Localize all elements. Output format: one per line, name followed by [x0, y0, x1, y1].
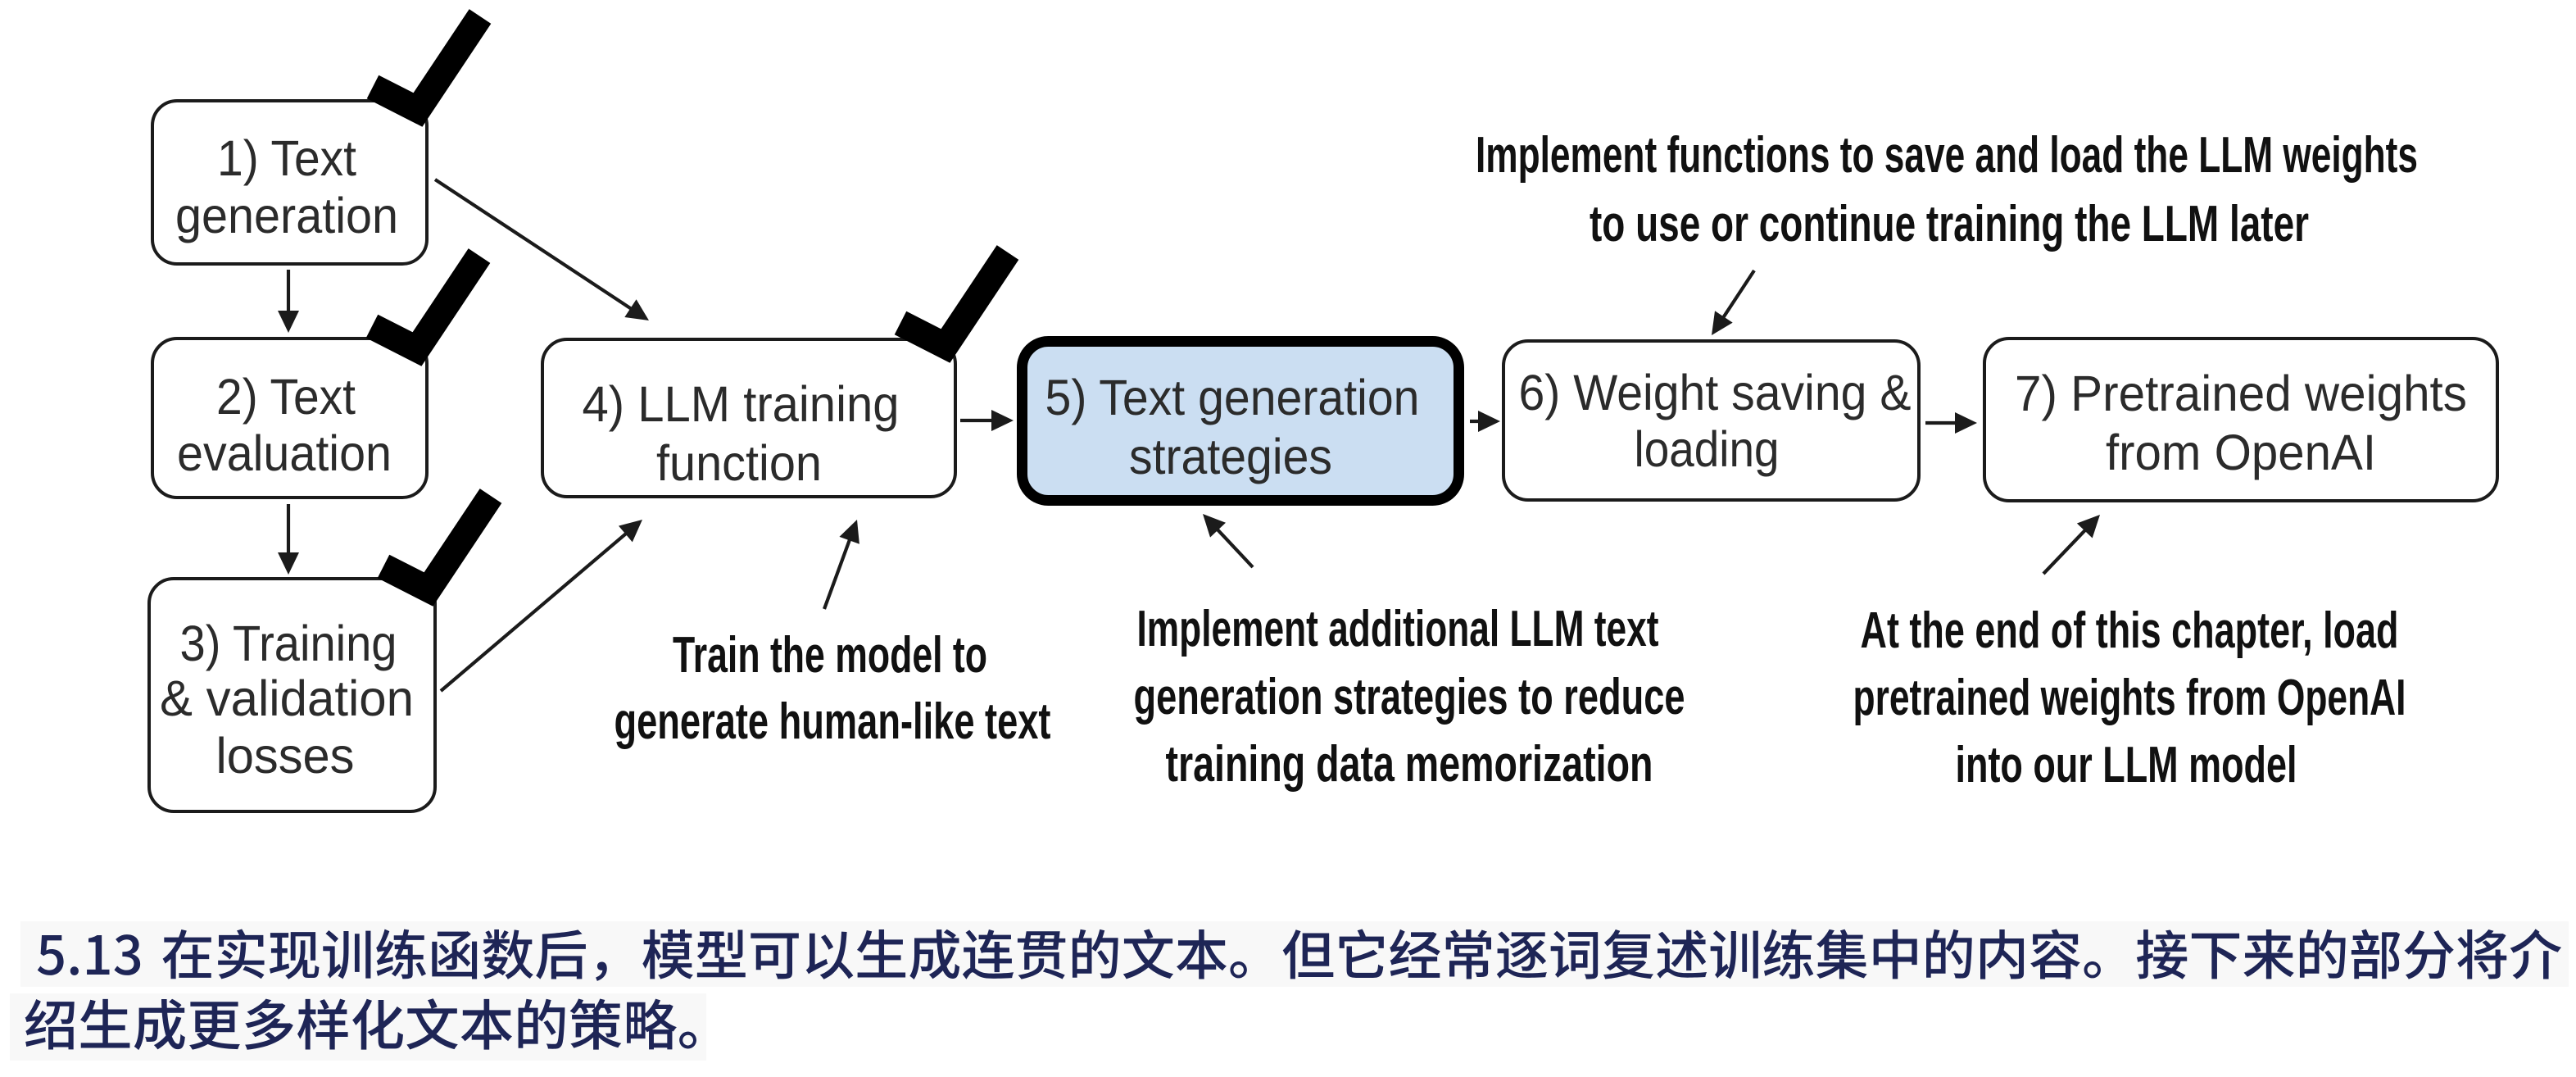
svg-text:6) Weight saving &: 6) Weight saving &	[1519, 365, 1912, 420]
svg-text:Train the model to: Train the model to	[673, 627, 987, 684]
svg-text:4) LLM training: 4) LLM training	[583, 376, 900, 432]
svg-text:1) Text: 1) Text	[217, 130, 356, 186]
svg-text:At the end of this chapter, lo: At the end of this chapter, load	[1861, 602, 2399, 659]
svg-text:generation: generation	[175, 188, 398, 243]
svg-text:Implement functions to save an: Implement functions to save and load the…	[1476, 127, 2418, 184]
svg-text:7) Pretrained weights: 7) Pretrained weights	[2015, 366, 2467, 421]
svg-text:Implement additional LLM text: Implement additional LLM text	[1137, 601, 1659, 657]
svg-text:losses: losses	[216, 728, 355, 784]
svg-text:generate human-like text: generate human-like text	[615, 693, 1051, 750]
svg-text:to use or continue training th: to use or continue training the LLM late…	[1590, 196, 2309, 252]
svg-text:training data memorization: training data memorization	[1166, 736, 1653, 793]
svg-text:function: function	[656, 435, 822, 491]
svg-text:loading: loading	[1635, 421, 1780, 477]
svg-text:5) Text generation: 5) Text generation	[1045, 370, 1420, 425]
svg-text:strategies: strategies	[1129, 429, 1332, 484]
svg-text:3) Training: 3) Training	[180, 616, 397, 671]
svg-text:evaluation: evaluation	[177, 425, 392, 481]
svg-text:2) Text: 2) Text	[216, 369, 356, 425]
svg-text:into our LLM model: into our LLM model	[1956, 737, 2297, 793]
svg-text:pretrained weights from OpenAI: pretrained weights from OpenAI	[1853, 670, 2406, 726]
svg-text:from OpenAI: from OpenAI	[2106, 425, 2376, 480]
svg-text:generation strategies to reduc: generation strategies to reduce	[1134, 669, 1685, 725]
svg-text:& validation: & validation	[160, 670, 414, 726]
